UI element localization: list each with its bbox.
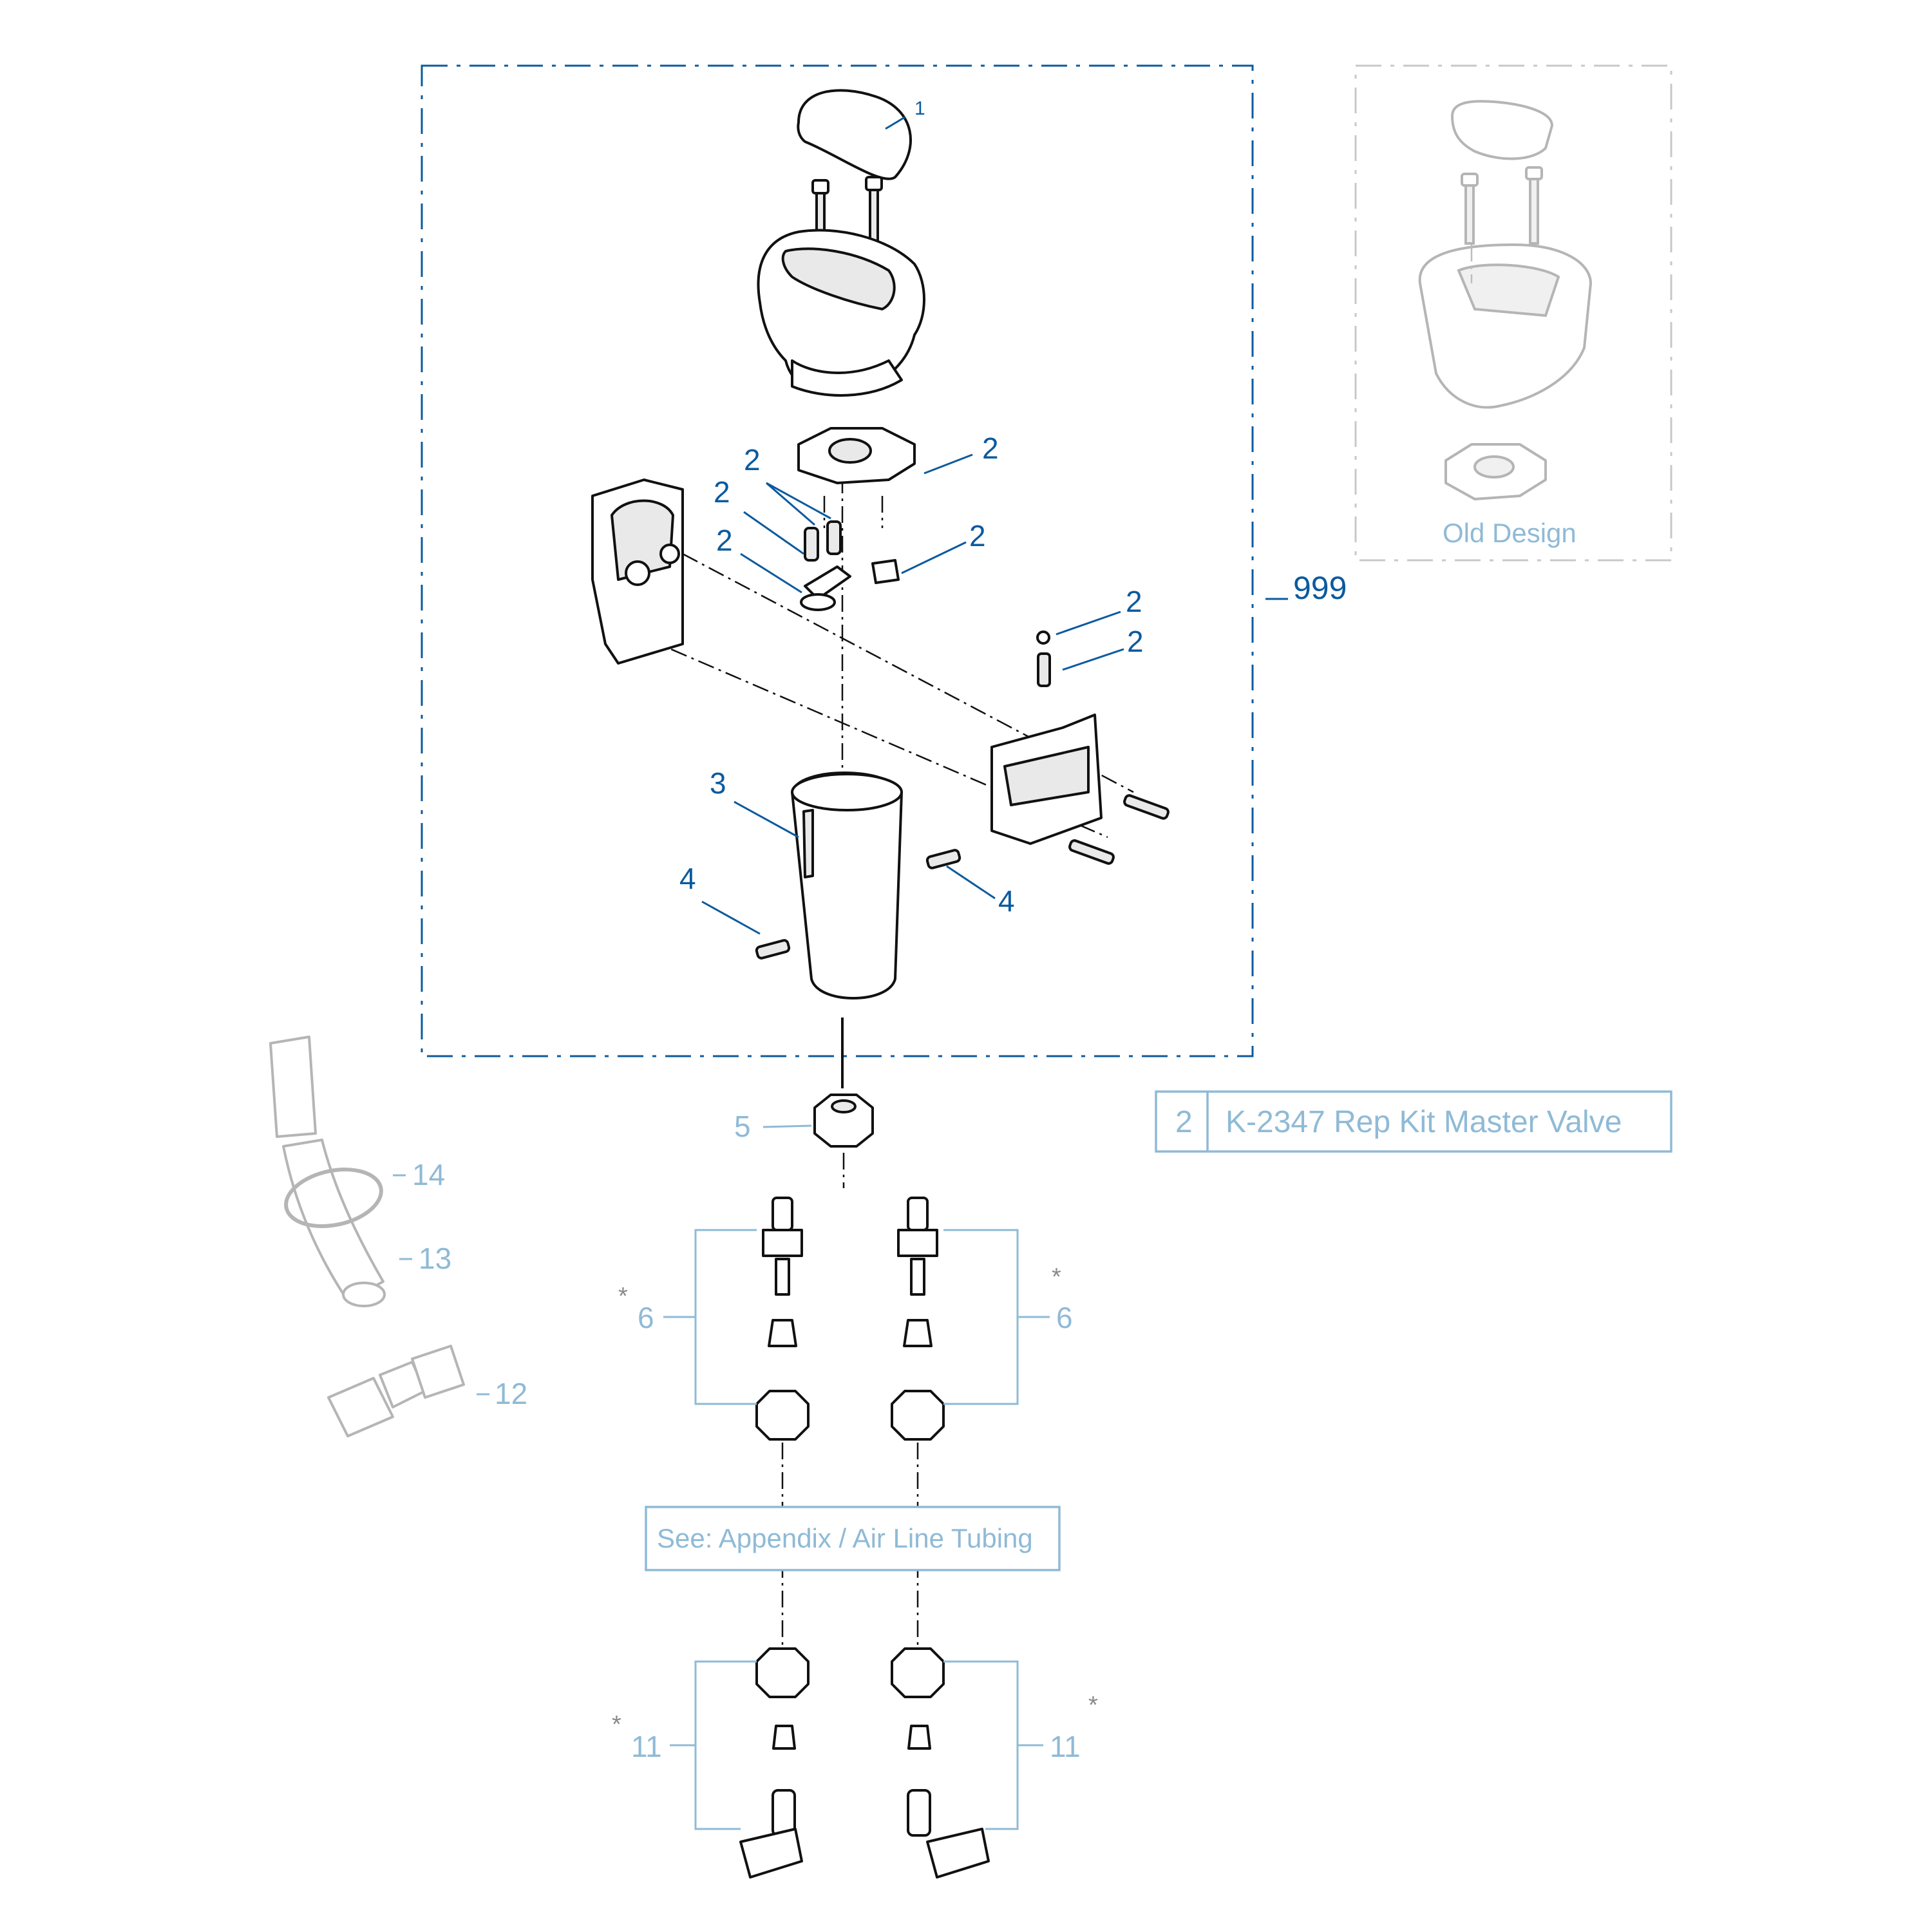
leader-2f (1056, 611, 1121, 636)
cam-piece (797, 427, 916, 484)
detent-ball (1036, 630, 1050, 645)
callout-1: 1 (914, 98, 925, 119)
leader-2a (923, 453, 973, 475)
callout-4b: 4 (998, 884, 1015, 918)
leader-2g (1062, 648, 1124, 671)
leader-4b (946, 865, 996, 900)
old-design-screws (1461, 166, 1543, 245)
bracket-6-right (943, 1229, 1019, 1405)
callout-11b: 11 (1050, 1730, 1081, 1763)
callout-2a: 2 (982, 431, 999, 465)
appendix-note: See: Appendix / Air Line Tubing (645, 1506, 1061, 1571)
kit-qty: 2 (1175, 1105, 1193, 1139)
leader-2b (766, 482, 815, 526)
star-11a: * (612, 1711, 621, 1738)
sleeve-screw-right (925, 849, 961, 869)
top-screw-right (865, 176, 883, 243)
callout-13: 13 (419, 1242, 451, 1275)
star-6b: * (1052, 1264, 1061, 1291)
kit-table: 2 K-2347 Rep Kit Master Valve (1155, 1090, 1672, 1153)
assembly-frame (421, 64, 1254, 1057)
appendix-note-text: See: Appendix / Air Line Tubing (657, 1523, 1033, 1553)
elbow-set-left (739, 1647, 810, 1879)
leader-1 (885, 116, 905, 130)
old-design-frame (1354, 64, 1672, 562)
knob-body (757, 229, 925, 397)
leader-2e (901, 541, 967, 574)
top-pad (797, 89, 912, 180)
old-design-label: Old Design (1443, 518, 1577, 548)
leader-5 (762, 1124, 812, 1128)
fitting-set-left (755, 1197, 810, 1441)
detent-spring (1037, 652, 1051, 687)
left-housing (591, 478, 684, 665)
callout-12: 12 (495, 1377, 527, 1410)
kit-description: K-2347 Rep Kit Master Valve (1226, 1105, 1622, 1139)
leader-2b2 (766, 482, 831, 520)
right-housing (990, 714, 1103, 845)
fitting-set-right (891, 1197, 945, 1441)
callout-2g: 2 (1127, 625, 1144, 658)
small-block (871, 559, 900, 584)
callout-999: 999 (1293, 570, 1347, 606)
leader-4a (701, 900, 761, 935)
leader-2d (740, 553, 802, 594)
sleeve-screw-left (755, 939, 791, 960)
callout-2d: 2 (716, 524, 733, 557)
callout-2c: 2 (714, 475, 730, 509)
old-design-pad (1451, 100, 1553, 160)
o-ring (284, 1168, 383, 1228)
callout-11a: 11 (631, 1730, 662, 1763)
callout-2f: 2 (1126, 585, 1142, 618)
callout-6b: 6 (1056, 1301, 1073, 1334)
sleeve (791, 772, 903, 999)
elbow-set-right (891, 1647, 990, 1879)
side-screw-upper (1123, 794, 1170, 820)
callout-2e: 2 (969, 519, 986, 553)
bracket-11-left (694, 1660, 757, 1830)
leader-2c (743, 511, 804, 555)
bracket-11-right (943, 1660, 1019, 1830)
bracket-6-left (694, 1229, 757, 1405)
callout-14: 14 (412, 1158, 445, 1191)
old-design-cam (1444, 443, 1547, 500)
leader-3 (734, 800, 799, 838)
callout-3: 3 (710, 766, 726, 800)
hex-nut (813, 1094, 874, 1148)
callout-5: 5 (734, 1110, 751, 1143)
side-screw-lower (1068, 839, 1115, 865)
star-6a: * (618, 1283, 628, 1310)
star-11b: * (1088, 1692, 1098, 1719)
callout-6a: 6 (638, 1301, 654, 1334)
old-design-knob (1418, 243, 1592, 409)
link-plate (800, 565, 851, 611)
spring-pair (804, 520, 842, 562)
callout-4a: 4 (679, 862, 696, 895)
union-fitting (327, 1345, 465, 1437)
callout-2b: 2 (744, 443, 761, 477)
